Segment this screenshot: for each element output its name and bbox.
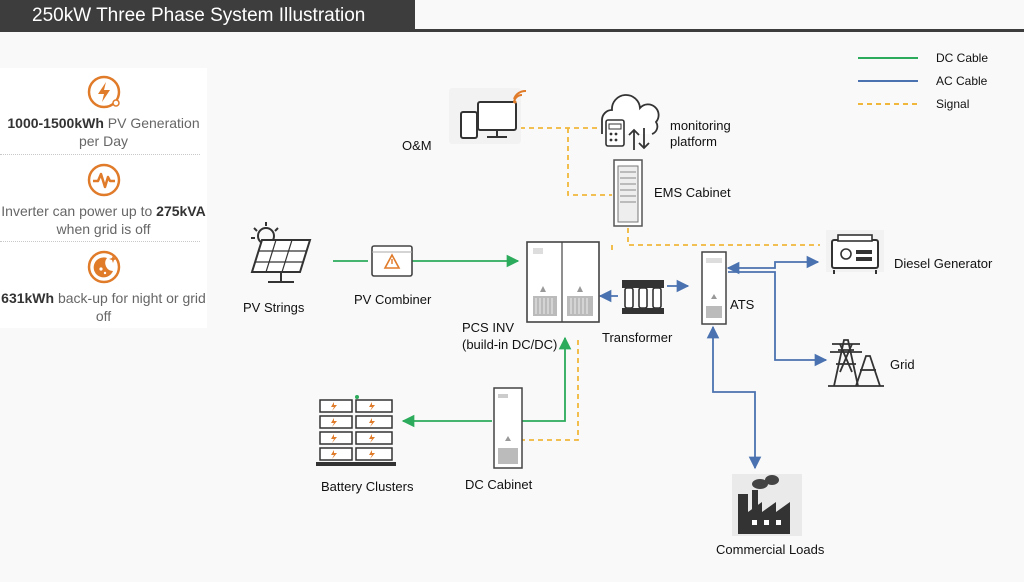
stat-value: 1000-1500kWh [7,115,104,131]
legend-ac-label: AC Cable [936,74,988,88]
signal-pcs-dccabinet [522,340,579,441]
diesel-generator-icon [826,230,884,274]
moon-battery-icon [87,250,120,284]
lightning-bolt-icon [87,75,120,109]
signal-to-ems [567,128,612,196]
pv-combiner-label: PV Combiner [354,292,432,307]
solar-panel-icon [250,222,312,283]
title-bar: 250kW Three Phase System Illustration [0,0,415,32]
dc-cabinet-pcs [522,336,572,422]
page-title: 250kW Three Phase System Illustration [32,5,366,26]
signal-lines [520,127,820,441]
om-devices-icon [449,88,527,144]
stat-caption: when grid is off [56,221,151,237]
title-underline [415,29,1024,32]
ats-label: ATS [730,297,755,312]
ats-cabinet-icon [701,251,727,325]
ac-ats-loads [706,325,762,470]
monitoring-label-line2: platform [670,134,717,149]
pcs-inverter-icon [526,241,600,323]
stats-panel: 1000-1500kWh PV Generation per Day Inver… [0,68,207,328]
stat-value: 631kWh [1,290,55,306]
stat-inverter-power: Inverter can power up to 275kVA when gri… [0,162,207,238]
pcs-label-line1: PCS INV [462,320,515,335]
pulse-wave-icon [87,163,120,197]
factory-icon [732,474,802,536]
pcs-label-line2: (build-in DC/DC) [462,337,558,352]
dc-cabinet-icon [493,387,523,469]
stat-backup: 631kWh back-up for night or grid off [0,249,207,325]
grid-label: Grid [890,357,915,372]
ac-ats-grid [728,271,828,367]
transformer-label: Transformer [602,330,673,345]
stat-value: 275kVA [156,203,206,219]
monitoring-label-line1: monitoring [670,118,731,133]
signal-ems-diesel [627,228,820,246]
transformer-icon [622,280,664,314]
battery-clusters-label: Battery Clusters [321,479,414,494]
dc-lines [333,254,572,428]
stat-caption: PV Generation per Day [78,115,200,149]
pv-combiner-icon [371,245,413,277]
legend-signal-label: Signal [936,97,970,111]
monitoring-cloud-icon [601,94,660,150]
grid-tower-icon [828,339,884,387]
ems-cabinet-label: EMS Cabinet [654,185,731,200]
ac-lines [598,255,828,470]
stat-pv-generation: 1000-1500kWh PV Generation per Day [0,74,207,150]
commercial-loads-label: Commercial Loads [716,542,825,557]
ac-ats-diesel [726,255,820,275]
divider [0,154,200,155]
stat-caption-pre: Inverter can power up to [1,203,157,219]
divider [0,241,200,242]
dc-cabinet-label: DC Cabinet [465,477,533,492]
om-label: O&M [402,138,432,153]
battery-clusters-icon [316,395,396,466]
legend-dc-label: DC Cable [936,51,989,65]
diesel-generator-label: Diesel Generator [894,256,993,271]
ems-cabinet-icon [613,159,643,227]
pv-strings-label: PV Strings [243,300,305,315]
stat-caption: back-up for night or grid off [54,290,206,324]
